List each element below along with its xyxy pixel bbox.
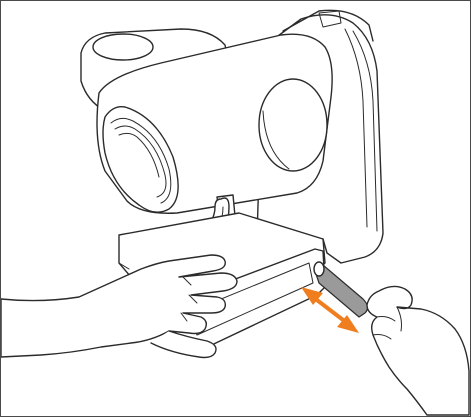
- drum-end-cap: [259, 79, 327, 171]
- left-hand-icon: [1, 255, 237, 358]
- lid-button: [93, 34, 153, 60]
- right-hand: [367, 286, 469, 415]
- handle-end: [314, 262, 324, 276]
- right-hand-icon: [367, 286, 469, 415]
